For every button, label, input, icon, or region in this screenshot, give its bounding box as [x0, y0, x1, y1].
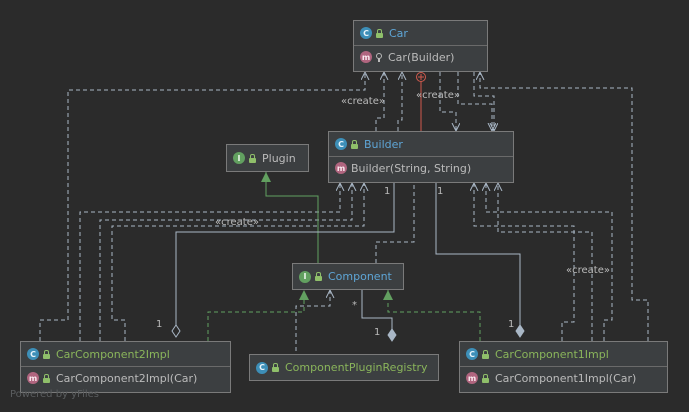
diamond-comp2: [171, 324, 181, 338]
class-icon: C: [360, 27, 372, 39]
lock-icon: [272, 363, 279, 372]
footer-watermark: Powered by yFiles: [10, 389, 99, 400]
edge-comp2-to-builder-a: [79, 183, 340, 341]
mult-builder-right: 1: [437, 186, 444, 197]
comp2-title: CarComponent2Impl: [56, 347, 170, 361]
lock-icon: [351, 139, 358, 149]
label-create-builder: «create»: [215, 217, 259, 228]
node-componentpluginregistry[interactable]: C ComponentPluginRegistry: [249, 354, 439, 381]
lock-icon: [482, 373, 489, 383]
edge-comp2-realizes-component: [207, 290, 309, 341]
mult-builder-left: 1: [384, 186, 391, 197]
method-icon: m: [466, 372, 478, 384]
car-method: m Car(Builder): [360, 50, 455, 64]
mult-comp1: 1: [508, 319, 515, 330]
lock-icon: [43, 349, 50, 359]
edge-registry-to-component: [295, 290, 330, 351]
node-plugin[interactable]: I Plugin: [226, 144, 309, 172]
edge-builder-to-car-b: [397, 72, 402, 131]
mult-registry-star: *: [352, 300, 357, 311]
lock-icon: [43, 373, 50, 383]
method-icon: m: [335, 162, 347, 174]
edge-builder-comp1-assoc: [435, 183, 521, 326]
interface-icon: I: [299, 270, 311, 283]
lock-icon: [315, 272, 322, 281]
edge-car-to-builder-a: [439, 72, 456, 131]
edge-comp1-to-builder-a: [474, 183, 575, 341]
edge-builder-to-car-a: [375, 72, 384, 131]
node-builder[interactable]: C Builder m Builder(String, String): [328, 131, 514, 183]
mult-comp2: 1: [156, 319, 163, 330]
lock-icon: [482, 349, 489, 359]
registry-title: ComponentPluginRegistry: [285, 361, 428, 374]
comp1-title: CarComponent1Impl: [495, 347, 609, 361]
comp2-header: C CarComponent2Impl: [21, 342, 230, 367]
diamond-registry: [387, 328, 397, 342]
method-icon: m: [27, 372, 39, 384]
lock-icon: [249, 153, 256, 163]
class-icon: C: [466, 348, 478, 360]
class-icon: C: [256, 361, 268, 374]
builder-method: m Builder(String, String): [335, 161, 472, 175]
class-icon: C: [335, 138, 347, 150]
component-title: Component: [328, 270, 392, 283]
edge-car-to-builder-b: [457, 72, 492, 131]
node-carcomponent1impl[interactable]: C CarComponent1Impl m CarComponent1Impl(…: [459, 341, 668, 393]
edge-component-to-builder: [375, 183, 415, 263]
edge-comp1-to-car: [480, 72, 649, 341]
mult-registry-end: 1: [374, 327, 381, 338]
node-car[interactable]: C Car m Car(Builder): [353, 20, 488, 72]
registry-header: C ComponentPluginRegistry: [250, 355, 438, 380]
edge-car-to-builder-c: [473, 72, 494, 131]
label-create-car-left: «create»: [341, 96, 385, 107]
node-component[interactable]: I Component: [292, 263, 404, 290]
diamond-comp1: [515, 324, 525, 338]
plugin-title: Plugin: [262, 151, 296, 165]
car-header: C Car: [354, 21, 487, 46]
edge-comp1-to-builder-b: [498, 183, 593, 341]
comp2-method: m CarComponent2Impl(Car): [27, 371, 198, 385]
edge-comp1-to-builder-c: [486, 183, 613, 341]
label-create-comp1: «create»: [566, 265, 610, 276]
key-icon: [376, 52, 382, 62]
car-title: Car: [389, 26, 408, 40]
edge-comp1-realizes-component: [383, 290, 481, 341]
interface-icon: I: [233, 152, 245, 164]
method-icon: m: [360, 51, 372, 63]
plugin-header: I Plugin: [227, 145, 308, 171]
comp1-method: m CarComponent1Impl(Car): [466, 371, 637, 385]
edge-component-realizes-plugin: [261, 172, 319, 263]
lock-icon: [376, 28, 383, 38]
edge-comp2-to-car: [39, 72, 365, 341]
builder-header: C Builder: [329, 132, 513, 157]
label-create-car-right: «create»: [416, 90, 460, 101]
edge-comp2-to-builder-b: [99, 183, 352, 341]
edge-comp2-to-builder-c: [111, 183, 364, 341]
node-carcomponent2impl[interactable]: C CarComponent2Impl m CarComponent2Impl(…: [20, 341, 231, 393]
comp1-header: C CarComponent1Impl: [460, 342, 667, 367]
component-header: I Component: [293, 264, 403, 289]
class-icon: C: [27, 348, 39, 360]
edge-builder-comp2-assoc: [175, 183, 395, 326]
builder-title: Builder: [364, 137, 403, 151]
